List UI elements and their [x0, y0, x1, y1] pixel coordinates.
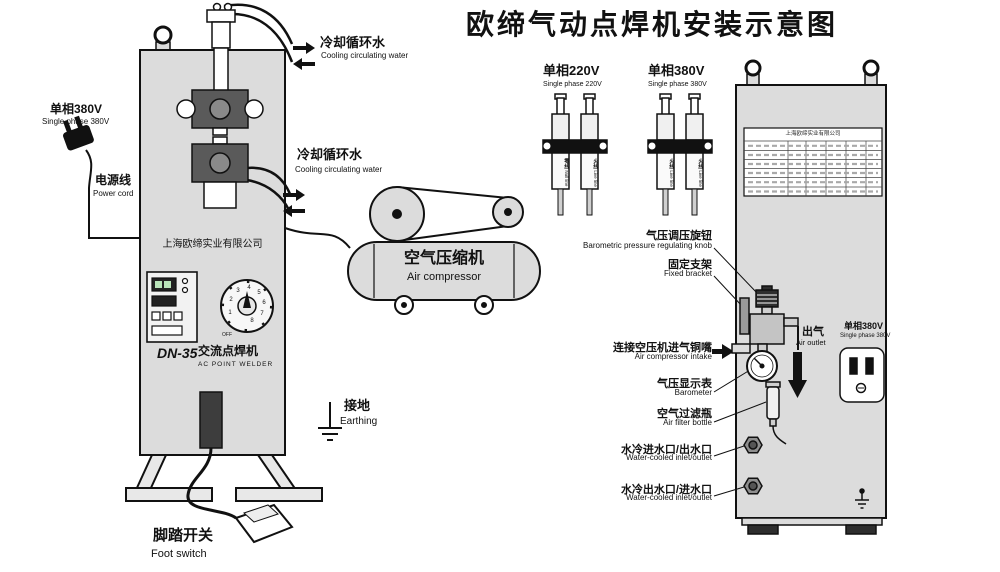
plug-380v-title: 单相380V [648, 63, 705, 78]
back-power-socket [839, 347, 885, 403]
welder-back-base [741, 517, 883, 535]
air-outlet-label-en: Air outlet [796, 338, 826, 347]
model-number: DN-35 [157, 345, 198, 361]
callout-intake-cn: 连接空压机进气铜嘴 [613, 342, 712, 354]
air-compressor [284, 186, 541, 315]
power-cord-label-cn: 电源线 [95, 173, 132, 187]
air-outlet-label-cn: 出气 [802, 326, 824, 338]
pin-label-en: Live line [593, 169, 598, 187]
welding-head [176, 2, 294, 211]
plug-380v-pin2-label: 火线 Live line [686, 154, 703, 190]
plug-220v-pin2-label: 火线 Live line [581, 154, 598, 190]
nameplate [743, 127, 883, 197]
callout-leader-lines [713, 247, 767, 497]
air-hose [284, 227, 351, 249]
callout-regulator-en: Barometric pressure regulating knob [583, 241, 712, 250]
model-name-cn: 交流点焊机 [198, 344, 259, 358]
dial-number: 3 [236, 288, 240, 294]
cooling-mid-label-en: Cooling circulating water [295, 165, 383, 174]
pin-label-cn: 火线 [668, 157, 674, 169]
callout-water-outlet-en: Water-cooled inlet/outlet [626, 493, 712, 502]
intake-arrow [712, 344, 734, 359]
pin-label-cn: 火线 [592, 157, 598, 169]
plug-assembly-380v [647, 93, 713, 216]
callout-bracket-cn: 固定支架 [668, 259, 712, 271]
back-power-label-en: Single phase 380V [840, 333, 891, 339]
callout-intake-en: Air compressor intake [634, 352, 712, 361]
dial-number: 6 [262, 300, 266, 306]
compressor-label-cn: 空气压缩机 [403, 250, 484, 267]
callout-bracket-en: Fixed bracket [663, 269, 712, 278]
plug-assembly-220v [542, 93, 608, 216]
callout-water-inlet-cn: 水冷进水口/出水口 [620, 444, 712, 456]
pin-label-en: Live line [698, 169, 703, 187]
foot-switch-label-cn: 脚踏开关 [153, 527, 214, 544]
dial-off-label: OFF [222, 332, 232, 338]
dial-number: 1 [228, 310, 232, 316]
model-name-en: AC POINT WELDER [198, 361, 274, 368]
dial-number: 4 [247, 285, 251, 291]
back-power-label-cn: 单相380V [844, 321, 884, 331]
dial-number: 8 [250, 318, 254, 324]
plug-380v-pin1-label: 火线 Live line [657, 154, 674, 190]
water-flow-arrows [283, 42, 315, 217]
compressor-label-en: Air compressor [407, 271, 481, 283]
callout-barometer-cn: 气压显示表 [657, 378, 712, 390]
pin-label-en: Null line [564, 170, 569, 187]
back-earth-symbol [855, 488, 869, 509]
callout-water-outlet-cn: 水冷出水口/进水口 [620, 484, 712, 496]
plug-380v-subtitle: Single phase 380V [648, 81, 707, 88]
power-cord-line [85, 149, 140, 239]
nameplate-title: 上海欧缔实业有限公司 [785, 131, 841, 137]
callout-regulator-cn: 气压调压旋钮 [646, 230, 712, 242]
cooling-mid-label-cn: 冷却循环水 [297, 147, 363, 162]
earth-symbol [318, 402, 342, 441]
pin-label-en: Live line [669, 169, 674, 187]
power-left-label-en: Single phase 380V [42, 117, 110, 126]
pressure-regulator [731, 285, 799, 445]
air-outlet-arrow [788, 352, 807, 398]
callout-filter-en: Air filter bottle [663, 418, 712, 427]
welder-front-base [125, 454, 323, 502]
company-name: 上海欧缔实业有限公司 [162, 239, 263, 250]
water-ports [743, 436, 763, 495]
page-title: 欧缔气动点焊机安装示意图 [466, 9, 839, 40]
callout-barometer-en: Barometer [674, 388, 712, 397]
dial-number: 5 [257, 290, 261, 296]
cooling-top-label-cn: 冷却循环水 [320, 35, 386, 50]
dial-number: 2 [229, 297, 233, 303]
foot-switch [186, 391, 294, 544]
power-cord-label-en: Power cord [93, 189, 134, 198]
plug-220v-subtitle: Single phase 220V [543, 81, 602, 88]
dial-number: 7 [260, 311, 264, 317]
power-left-label-cn: 单相380V [50, 102, 103, 116]
pin-label-cn: 火线 [697, 157, 703, 169]
callout-water-inlet-en: Water-cooled inlet/outlet [626, 453, 712, 462]
earthing-label-en: Earthing [340, 416, 378, 427]
plug-220v-pin1-label: 零线 Null line [552, 154, 569, 190]
current-dial: 1 2 3 4 5 6 7 8 OFF [220, 279, 274, 338]
plug-220v-title: 单相220V [543, 63, 600, 78]
foot-switch-label-en: Foot switch [151, 548, 207, 560]
callout-filter-cn: 空气过滤瓶 [657, 408, 712, 420]
power-plug-left [62, 115, 140, 239]
pin-label-cn: 零线 [563, 157, 569, 169]
control-panel [146, 271, 198, 343]
earthing-label-cn: 接地 [344, 398, 371, 413]
cooling-top-label-en: Cooling circulating water [321, 51, 409, 60]
